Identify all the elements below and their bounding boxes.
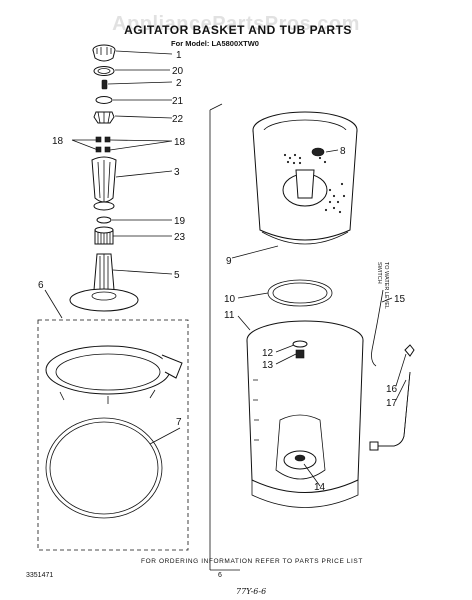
part-14-drain-hub xyxy=(294,454,306,462)
callout-5: 5 xyxy=(174,270,180,281)
callout-3: 3 xyxy=(174,167,180,178)
callout-11: 11 xyxy=(224,310,235,321)
tub-ring-group-box xyxy=(37,319,189,551)
part-7-tub-gasket xyxy=(45,417,163,519)
callout-1: 1 xyxy=(176,50,182,61)
side-label-line2: SWITCH xyxy=(376,262,382,284)
callout-23: 23 xyxy=(174,232,186,243)
part-5-agitator-base xyxy=(69,253,139,312)
callout-17: 17 xyxy=(386,398,398,409)
callout-13: 13 xyxy=(262,360,274,371)
part-10-spanner-ring xyxy=(267,279,333,307)
part-15-pressure-tube xyxy=(371,289,384,367)
callout-12: 12 xyxy=(262,348,274,359)
callout-19: 19 xyxy=(174,216,186,227)
part-21-o-ring xyxy=(95,96,113,104)
part-16-hose-clamp xyxy=(404,344,415,357)
part-17-air-dome-hose xyxy=(369,371,411,451)
part-3-agitator-barrel xyxy=(91,156,117,211)
ordering-note: FOR ORDERING INFORMATION REFER TO PARTS … xyxy=(141,558,363,565)
callout-18-left: 18 xyxy=(52,136,64,147)
callout-22: 22 xyxy=(172,114,184,125)
part-20-cap-seal xyxy=(93,66,115,76)
callout-7: 7 xyxy=(176,417,182,428)
callout-6: 6 xyxy=(38,280,44,291)
callout-14: 14 xyxy=(314,482,326,493)
diagram-title: AGITATOR BASKET AND TUB PARTS xyxy=(124,23,352,37)
part-6-tub-ring xyxy=(45,345,183,404)
callout-18-right: 18 xyxy=(174,137,186,148)
callout-10: 10 xyxy=(224,294,236,305)
callout-20: 20 xyxy=(172,66,184,77)
part-2-stud xyxy=(101,79,108,90)
model-subtitle: For Model: LA5800XTW0 xyxy=(171,39,259,48)
watermark: AppliancePartsPros.com xyxy=(112,13,360,35)
part-1-agitator-cap xyxy=(92,44,116,62)
callout-9: 9 xyxy=(226,256,232,267)
callout-21: 21 xyxy=(172,96,184,107)
page-number: 6 xyxy=(218,572,222,579)
callout-8: 8 xyxy=(340,146,346,157)
side-label-line1: TO WATER LEVEL xyxy=(383,262,389,309)
handwritten-code: 77Y-6-6 xyxy=(236,587,266,596)
callout-16: 16 xyxy=(386,384,398,395)
part-8-basket-nut xyxy=(311,147,325,157)
part-22-drive-cam xyxy=(93,111,115,124)
callout-15: 15 xyxy=(394,294,406,305)
part-23-coupling xyxy=(94,226,114,245)
part-18-agitator-dogs xyxy=(95,136,111,153)
callout-2: 2 xyxy=(176,78,182,89)
part-11-outer-tub xyxy=(246,320,364,508)
part-19-ring xyxy=(96,216,112,224)
leader-lines xyxy=(44,50,407,487)
doc-number: 3351471 xyxy=(26,572,53,579)
part-9-wash-basket xyxy=(252,111,358,245)
